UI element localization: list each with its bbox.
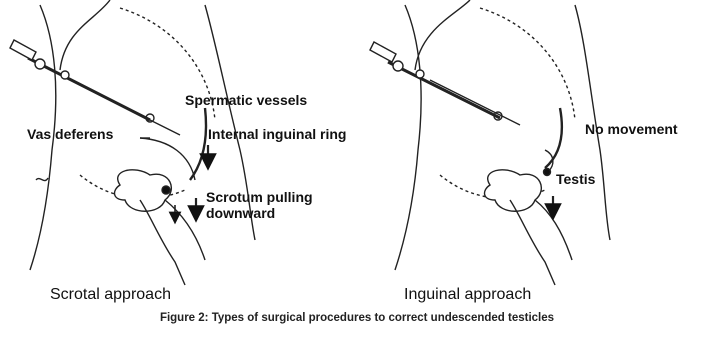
figure-caption: Figure 2: Types of surgical procedures t… (0, 312, 714, 324)
right-laparoscope-shaft (388, 62, 500, 118)
left-laparoscope-handle (10, 40, 36, 60)
title-inguinal-approach: Inguinal approach (404, 286, 531, 304)
label-spermatic-vessels: Spermatic vessels (185, 93, 307, 108)
right-laparoscope-rod (430, 80, 520, 125)
label-no-movement: No movement (585, 122, 678, 137)
right-cable (415, 0, 470, 70)
right-laparoscope-eyepiece (393, 61, 403, 71)
label-testis: Testis (556, 172, 595, 187)
right-panel-illustration (370, 0, 610, 285)
right-laparoscope-handle (370, 42, 396, 62)
left-skin-mark (36, 178, 48, 181)
title-scrotal-approach: Scrotal approach (50, 286, 171, 304)
label-scrotum-downward: downward (206, 206, 275, 221)
left-testis-dot (162, 186, 170, 194)
right-body-outline (395, 5, 421, 270)
left-panel-illustration (10, 0, 255, 285)
right-laparoscope-port (416, 70, 424, 78)
left-laparoscope-port (61, 71, 69, 79)
label-scrotum-pulling: Scrotum pulling (206, 190, 313, 205)
right-spermatic-cord (545, 108, 562, 168)
label-vas-deferens: Vas deferens (27, 127, 113, 142)
label-internal-inguinal-ring: Internal inguinal ring (208, 127, 346, 142)
left-cable (60, 0, 110, 70)
left-hand-2 (165, 200, 205, 260)
right-testis-dot (544, 169, 551, 176)
left-laparoscope-eyepiece (35, 59, 45, 69)
right-dotted-outline (480, 8, 575, 120)
